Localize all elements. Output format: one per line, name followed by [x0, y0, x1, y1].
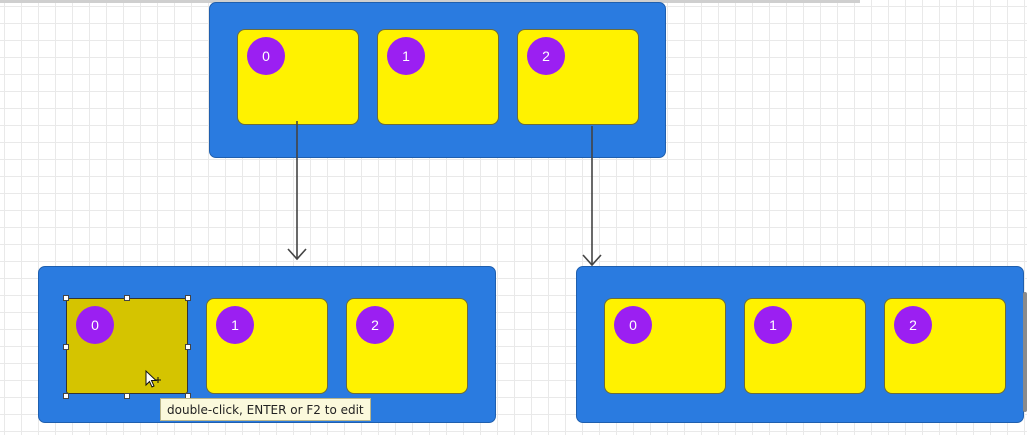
index-badge: 2	[894, 306, 932, 344]
resize-handle-w[interactable]	[63, 344, 69, 350]
index-badge: 1	[754, 306, 792, 344]
index-badge: 1	[387, 37, 425, 75]
array-cell-2[interactable]: 2	[346, 298, 468, 394]
vertical-scrollbar[interactable]	[1023, 292, 1027, 412]
array-cell-1[interactable]: 1	[377, 29, 499, 125]
index-badge: 2	[527, 37, 565, 75]
resize-handle-nw[interactable]	[63, 295, 69, 301]
array-cell-1[interactable]: 1	[206, 298, 328, 394]
array-container-bottom-left[interactable]: 0 1 2	[38, 266, 496, 423]
array-container-top[interactable]: 0 1 2	[209, 2, 666, 158]
array-container-bottom-right[interactable]: 0 1 2	[576, 266, 1024, 423]
edge-top2-to-bottom-right[interactable]	[582, 126, 602, 267]
index-badge: 2	[356, 306, 394, 344]
resize-handle-ne[interactable]	[185, 295, 191, 301]
canvas-top-border	[0, 0, 860, 3]
resize-handle-sw[interactable]	[63, 393, 69, 399]
array-cell-1[interactable]: 1	[744, 298, 866, 394]
index-badge: 0	[614, 306, 652, 344]
array-cell-0[interactable]: 0	[604, 298, 726, 394]
array-cell-0[interactable]: 0	[237, 29, 359, 125]
move-cursor-icon	[145, 369, 161, 388]
edit-hint-tooltip: double-click, ENTER or F2 to edit	[160, 398, 371, 421]
array-cell-2[interactable]: 2	[517, 29, 639, 125]
resize-handle-n[interactable]	[124, 295, 130, 301]
index-badge: 0	[76, 306, 114, 344]
array-cell-0-selected[interactable]: 0	[66, 298, 188, 394]
index-badge: 1	[216, 306, 254, 344]
index-badge: 0	[247, 37, 285, 75]
resize-handle-s[interactable]	[124, 393, 130, 399]
array-cell-2[interactable]: 2	[884, 298, 1006, 394]
resize-handle-e[interactable]	[185, 344, 191, 350]
edge-top0-to-bottom-left[interactable]	[287, 121, 307, 261]
